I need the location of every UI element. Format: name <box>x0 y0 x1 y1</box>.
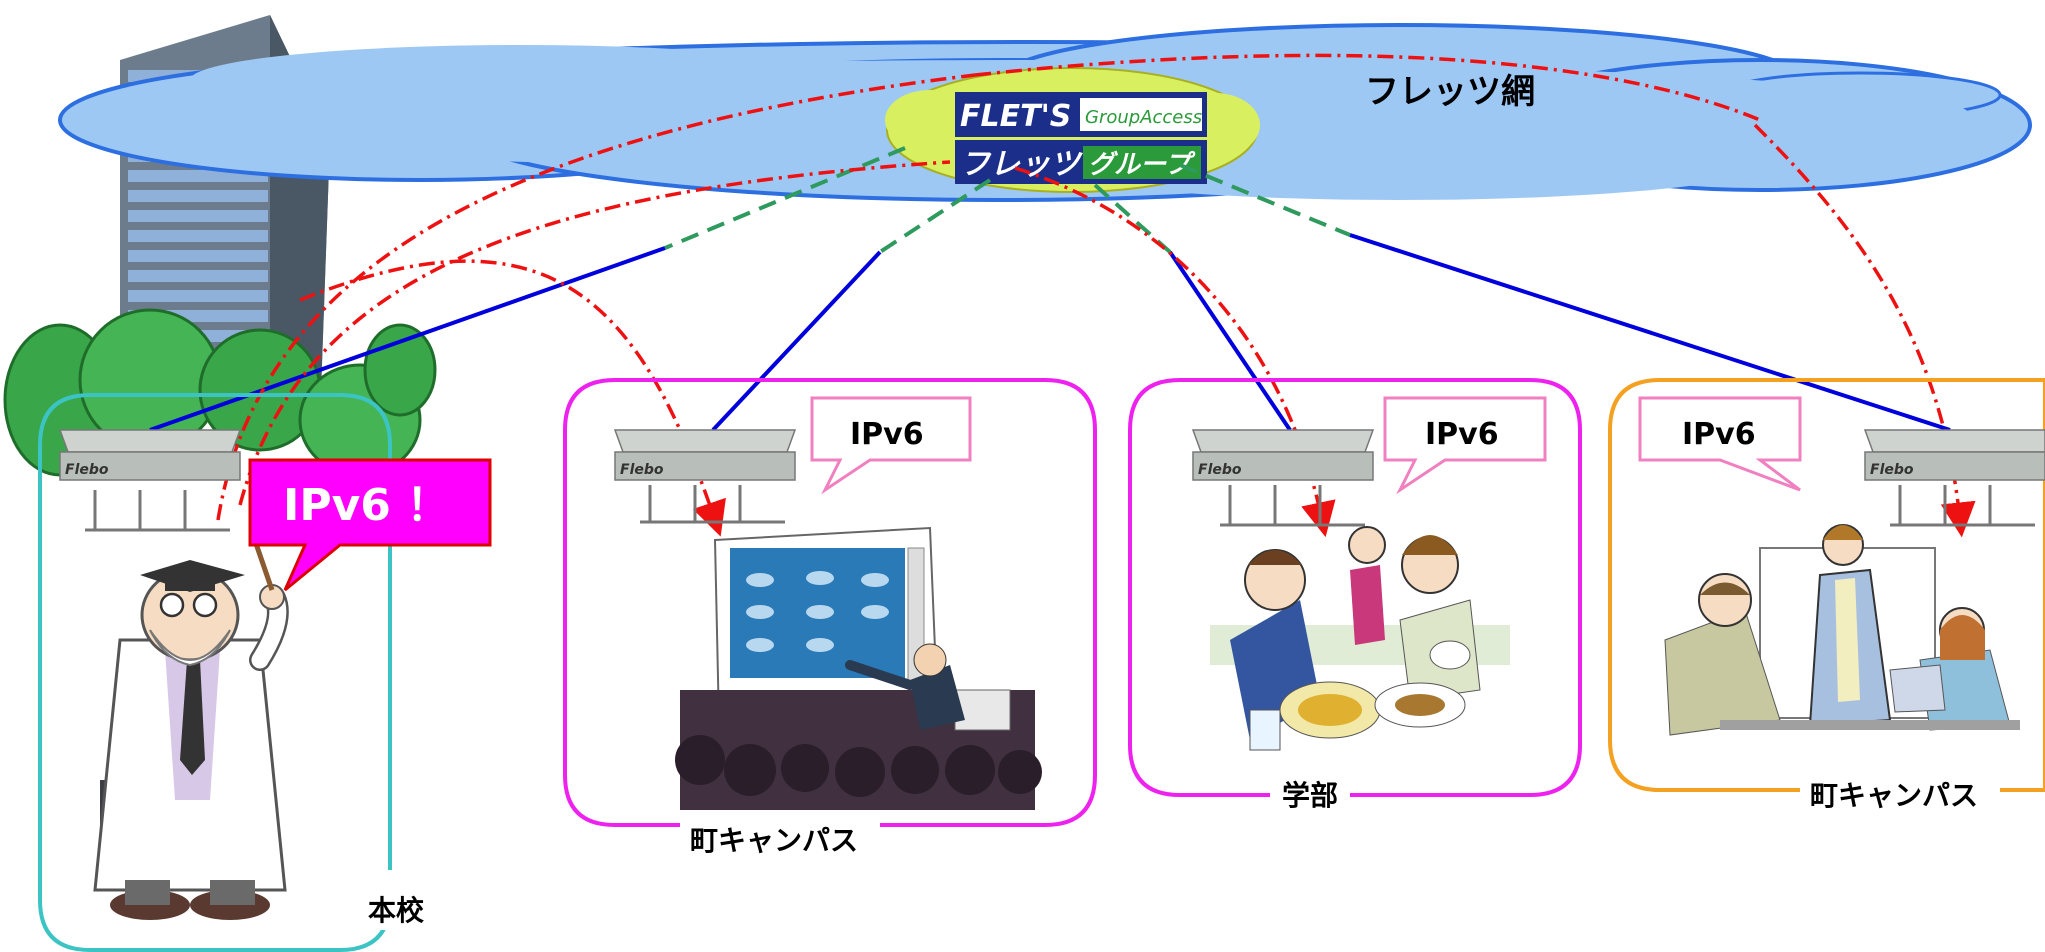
site-2-frame <box>1128 378 1582 797</box>
router-site-3: Flebo <box>1863 429 2045 527</box>
main-site-frame <box>38 393 392 952</box>
logo-line2-main: フレッツ <box>960 147 1083 182</box>
building-window-band <box>128 230 268 242</box>
site-3-label: 町キャンパス <box>1810 779 1978 812</box>
building-window-band <box>128 270 268 282</box>
site-2-callout-text: IPv6 <box>1425 417 1499 452</box>
main-ipv6-callout: IPv6 ！ <box>248 458 492 592</box>
site-3-callout-text: IPv6 <box>1682 417 1756 452</box>
professor-illustration <box>93 534 289 920</box>
building-window-band <box>128 210 268 222</box>
router-site-3-brand: Flebo <box>1870 462 1914 478</box>
access-lines <box>149 233 1951 432</box>
site-3-callout: IPv6 <box>1638 396 1802 492</box>
router-main-brand: Flebo <box>65 462 109 478</box>
router-site-1: Flebo <box>613 429 797 524</box>
site-3: 町キャンパス Flebo IPv6 <box>1608 378 2045 812</box>
site-1-frame <box>563 378 1097 827</box>
site-1: 町キャンパス Flebo IPv6 <box>563 378 1097 857</box>
site-1-callout: IPv6 <box>810 396 972 495</box>
logo-line1-main: FLET'S <box>960 99 1071 134</box>
site-2-callout: IPv6 <box>1383 396 1547 495</box>
building-window-band <box>128 250 268 262</box>
logo-line2-sub: グループ <box>1088 150 1196 180</box>
router-site-2-brand: Flebo <box>1198 462 1242 478</box>
logo-line1-sub: GroupAccess <box>1085 107 1202 128</box>
site-1-label: 町キャンパス <box>690 824 858 857</box>
site-3-frame <box>1608 378 2045 792</box>
cafeteria-illustration <box>1210 526 1510 751</box>
router-site-1-brand: Flebo <box>620 462 664 478</box>
main-callout-text: IPv6 ！ <box>283 480 450 531</box>
site-2-label: 学部 <box>1282 779 1338 812</box>
router-main: Flebo <box>58 429 242 532</box>
virtual-links <box>664 146 1351 254</box>
site-1-callout-text: IPv6 <box>850 417 924 452</box>
router-site-2: Flebo <box>1191 429 1375 527</box>
flets-group-logo: FLET'S GroupAccess フレッツ グループ <box>885 67 1260 193</box>
building-window-band <box>128 290 268 302</box>
building-window-band <box>128 190 268 202</box>
main-site: 本校 Flebo <box>38 393 492 952</box>
cloud-label: フレッツ網 <box>1365 72 1535 112</box>
site-2: 学部 Flebo IPv6 <box>1128 378 1582 815</box>
lecture-illustration <box>675 526 1042 810</box>
main-site-label: 本校 <box>368 894 425 927</box>
meeting-illustration <box>1664 524 2020 736</box>
